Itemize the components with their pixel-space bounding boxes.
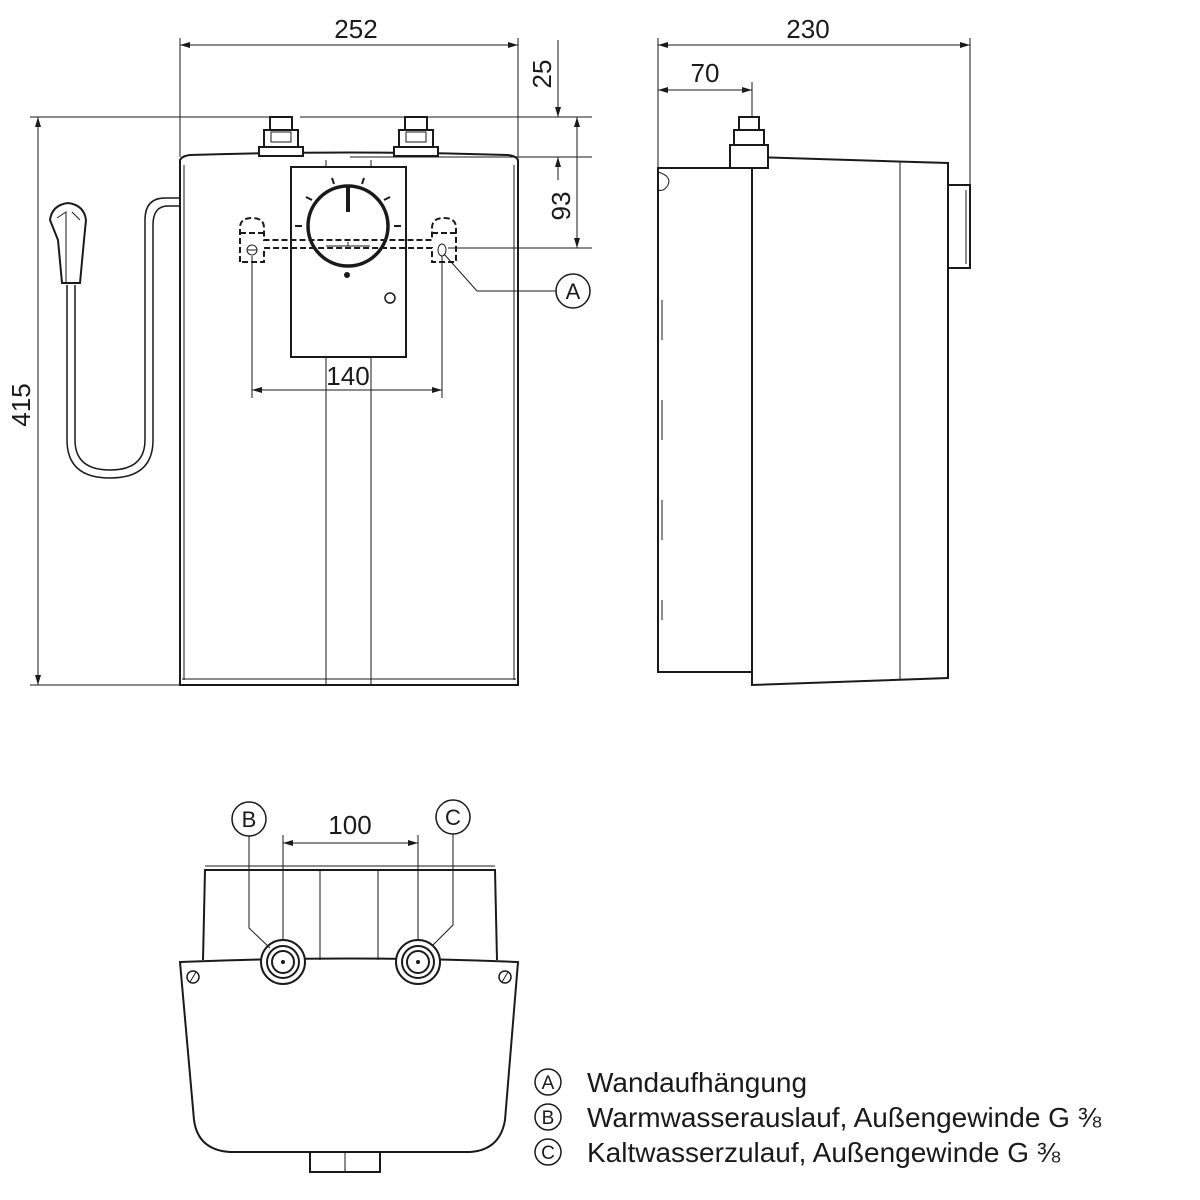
front-view: 252 25 93 415 140 A — [6, 14, 592, 686]
legend: A Wandaufhängung B Warmwasserauslauf, Au… — [534, 1067, 1102, 1168]
svg-text:C: C — [541, 1143, 555, 1164]
side-view: 230 70 — [657, 14, 971, 687]
svg-text:B: B — [542, 1108, 555, 1129]
callout-label: B — [242, 807, 257, 832]
outlet-warm — [260, 939, 306, 985]
legend-item-b: B Warmwasserauslauf, Außengewinde G ⅜ — [534, 1102, 1102, 1133]
dimension-label: 140 — [326, 361, 369, 391]
side-knob — [947, 184, 971, 269]
wall-mount-rail — [239, 216, 457, 263]
dim-252: 252 — [179, 14, 519, 157]
fitting-left — [258, 116, 304, 157]
dimension-label: 415 — [6, 383, 36, 426]
front-body — [179, 151, 519, 686]
dimension-label: 100 — [328, 810, 371, 840]
dim-415: 415 — [6, 116, 275, 686]
dim-140: 140 — [251, 256, 443, 398]
side-body — [751, 155, 949, 687]
dimension-label: 25 — [527, 60, 557, 89]
fitting-right — [393, 116, 439, 157]
legend-text: Wandaufhängung — [587, 1067, 807, 1098]
dim-230: 230 — [657, 14, 971, 185]
legend-item-c: C Kaltwasserzulauf, Außengewinde G ⅜ — [534, 1137, 1061, 1168]
dimension-label: 93 — [546, 192, 576, 221]
callout-label: C — [445, 805, 461, 830]
temperature-dial — [295, 177, 401, 304]
legend-text: Kaltwasserzulauf, Außengewinde G ⅜ — [587, 1137, 1061, 1168]
dimension-label: 70 — [691, 58, 720, 88]
dimension-label: 252 — [334, 14, 377, 44]
callout-label: A — [566, 279, 581, 304]
callout-c: C — [431, 799, 471, 947]
callout-b: B — [231, 801, 271, 949]
bottom-view: 100 B C — [178, 799, 520, 1173]
bottom-housing — [178, 957, 520, 1153]
legend-text: Warmwasserauslauf, Außengewinde G ⅜ — [587, 1102, 1102, 1133]
svg-text:A: A — [542, 1073, 555, 1094]
inlet-cold — [395, 939, 441, 985]
dim-93: 93 — [448, 117, 592, 249]
dim-100: 100 — [282, 810, 419, 940]
dimension-label: 230 — [786, 14, 829, 44]
dim-70: 70 — [658, 58, 753, 117]
power-cable-plug — [48, 197, 181, 479]
side-fitting — [729, 116, 769, 169]
callout-a: A — [443, 253, 591, 309]
legend-item-a: A Wandaufhängung — [534, 1067, 807, 1098]
dim-25: 25 — [300, 40, 592, 180]
control-panel — [290, 166, 407, 358]
